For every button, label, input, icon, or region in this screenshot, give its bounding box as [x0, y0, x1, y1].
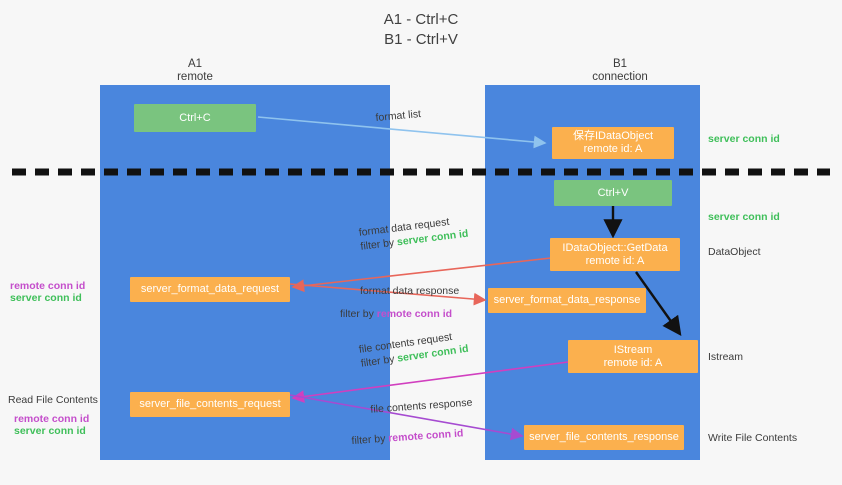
box-server-format-data-response[interactable]: server_format_data_response [488, 288, 646, 313]
box-istream-remote-id: remote id: A [603, 356, 663, 369]
box-save-idataobject[interactable]: 保存IDataObject remote id: A [552, 127, 674, 159]
filter-prefix: filter by [340, 308, 377, 320]
right-label-server-conn-id-top: server conn id [708, 133, 780, 145]
box-server-file-contents-response-label: server_file_contents_response [529, 431, 679, 443]
box-save-idataobject-remote-id: remote id: A [583, 143, 643, 155]
column-header-a1-name: A1 [187, 58, 203, 70]
arrow-getdata-to-istream [635, 271, 682, 336]
box-istream[interactable]: IStream remote id: A [568, 340, 698, 373]
box-server-file-contents-request[interactable]: server_file_contents_request [130, 392, 290, 417]
page-title: A1 - Ctrl+C B1 - Ctrl+V [0, 10, 842, 50]
box-server-format-data-request-label: server_format_data_request [140, 283, 280, 295]
right-label-istream: Istream [708, 351, 744, 363]
column-header-b1: B1 connection [525, 58, 715, 84]
box-idataobject-getdata[interactable]: IDataObject::GetData remote id: A [550, 238, 680, 271]
box-getdata-remote-id: remote id: A [585, 254, 645, 267]
column-header-b1-sub: connection [592, 71, 648, 83]
title-line-2: B1 - Ctrl+V [384, 31, 458, 48]
right-label-dataobject: DataObject [708, 246, 761, 258]
edge-label-format-data-response-text: format data response [360, 285, 460, 297]
box-server-format-data-request[interactable]: server_format_data_request [130, 277, 290, 302]
box-ctrl-v[interactable]: Ctrl+V [554, 180, 672, 206]
left-label-remote-conn-id-mid: remote conn id [10, 280, 86, 292]
box-istream-title: IStream [613, 343, 653, 356]
filter-prefix: filter by [351, 432, 389, 448]
column-header-a1: A1 remote [100, 58, 290, 84]
arrow-format-list [257, 116, 547, 149]
arrow-file-contents-request [291, 361, 569, 403]
arrow-format-data-response [289, 283, 487, 306]
arrow-file-contents-response [289, 394, 524, 441]
filter-value-remote-conn-id: remote conn id [376, 308, 453, 320]
edge-label-format-data-response: format data response filter by remote co… [340, 284, 472, 320]
title-line-1: A1 - Ctrl+C [383, 11, 459, 28]
box-server-format-data-response-label: server_format_data_response [493, 294, 641, 306]
box-ctrl-c-label: Ctrl+C [179, 111, 211, 124]
box-getdata-title: IDataObject::GetData [562, 241, 668, 254]
column-header-b1-name: B1 [612, 58, 628, 70]
left-label-read-file-contents: Read File Contents [8, 394, 98, 406]
box-ctrl-c[interactable]: Ctrl+C [134, 104, 256, 132]
left-label-server-conn-id-mid: server conn id [10, 292, 82, 304]
right-label-write-file-contents: Write File Contents [708, 432, 798, 444]
left-label-server-conn-id-low: server conn id [14, 425, 86, 437]
box-server-file-contents-request-label: server_file_contents_request [139, 398, 281, 410]
box-save-idataobject-title: 保存IDataObject [572, 130, 654, 142]
edge-label-format-list-text: format list [375, 108, 422, 124]
column-header-a1-sub: remote [177, 71, 213, 83]
edge-label-format-data-response-line1: format data response [360, 284, 472, 298]
edge-label-format-data-response-line2: filter by remote conn id [340, 307, 452, 321]
arrow-format-data-request [291, 257, 552, 293]
right-label-server-conn-id-mid: server conn id [708, 211, 780, 223]
left-label-remote-conn-id-low: remote conn id [14, 413, 90, 425]
box-ctrl-v-label: Ctrl+V [597, 186, 629, 199]
box-server-file-contents-response[interactable]: server_file_contents_response [524, 425, 684, 450]
